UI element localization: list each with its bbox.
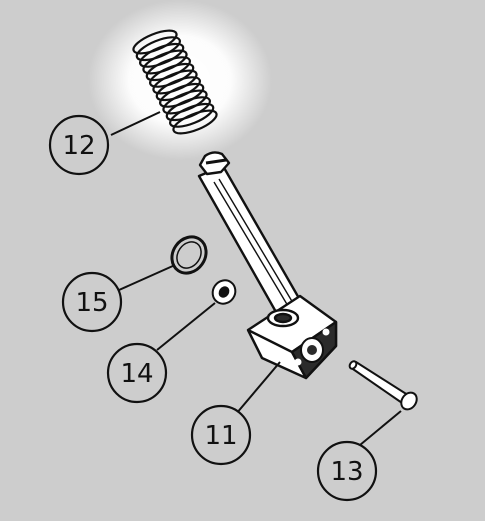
spring-part [132, 29, 218, 135]
callout-bubble-14: 14 [106, 342, 168, 404]
leader-line-12 [110, 111, 161, 136]
callout-label-15: 15 [75, 288, 108, 318]
leader-line-11 [235, 361, 281, 415]
spring-coil [162, 89, 208, 115]
spring-coil [142, 49, 188, 75]
leader-lines [110, 111, 402, 446]
o-ring-part [170, 235, 208, 275]
spring-coil [145, 56, 191, 82]
spring-coil [149, 62, 195, 88]
pin-part [348, 360, 418, 411]
callout-bubble-15: 15 [61, 271, 123, 333]
spring-coil [159, 82, 205, 108]
callout-label-14: 14 [120, 359, 153, 389]
spring-coil [152, 69, 198, 95]
valve-block-part [246, 294, 338, 380]
leader-line-15 [118, 264, 176, 291]
spring-coil [169, 102, 215, 128]
spring-coil [172, 109, 218, 135]
leader-line-14 [156, 302, 216, 351]
callout-label-13: 13 [330, 457, 363, 487]
stem-part [197, 151, 302, 314]
callout-bubble-11: 11 [190, 404, 252, 466]
spring-coil [135, 36, 181, 62]
spring-coil [139, 42, 185, 68]
washer-part [211, 279, 237, 305]
callout-label-12: 12 [62, 131, 95, 161]
callout-bubble-13: 13 [316, 440, 378, 502]
spring-coil [132, 29, 178, 55]
spring-coil [165, 96, 211, 122]
leader-line-13 [359, 410, 402, 446]
callout-label-11: 11 [204, 421, 237, 451]
callout-bubble-12: 12 [48, 114, 110, 176]
spring-coil [155, 76, 201, 102]
